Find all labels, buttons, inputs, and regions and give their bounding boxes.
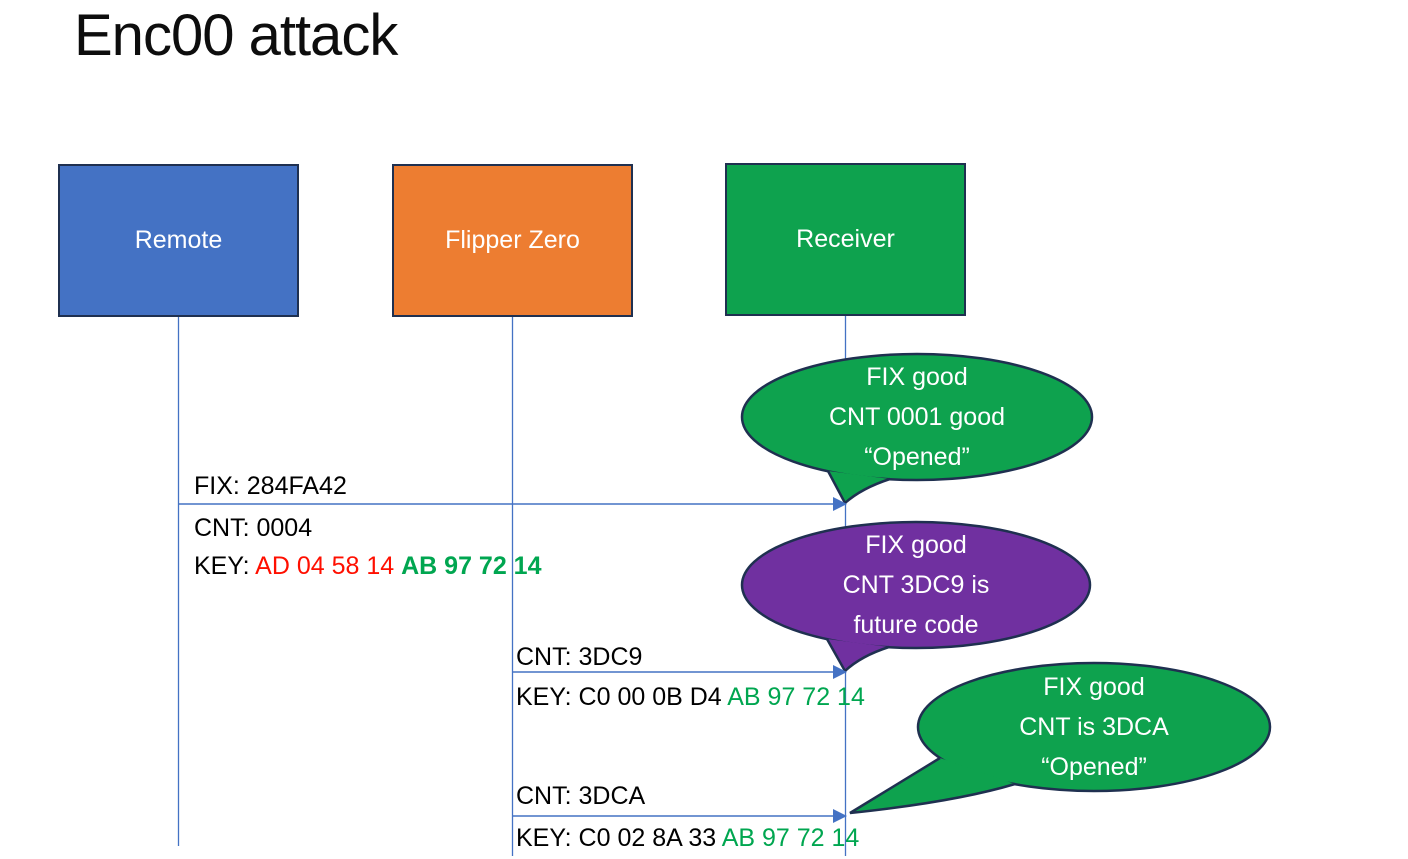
message-1-fix: FIX: 284FA42 [194,472,347,500]
actor-box-flipper-zero: Flipper Zero [392,164,633,317]
callout-future-code-line-1: FIX good [865,531,967,559]
actor-label-receiver: Receiver [796,225,895,253]
callout-future-code-tail [825,638,890,674]
callout-future-code-line-3: future code [853,611,979,639]
callout-opened-2-line-1: FIX good [1043,673,1145,701]
callout-opened-2-bubble [916,661,1272,793]
callout-opened-1-tail [826,470,891,505]
callout-opened-1 [740,352,1094,505]
actor-box-remote: Remote [58,164,299,317]
message-2-cnt: CNT: 3DC9 [516,643,643,671]
message-3-key-green-bytes: AB 97 72 14 [721,824,860,852]
callout-opened-2-line-2: CNT is 3DCA [1019,713,1169,741]
slide-title: Enc00 attack [74,3,398,68]
callout-future-code-line-2: CNT 3DC9 is [842,571,990,599]
actor-label-remote: Remote [134,226,223,254]
message-2-key-label: KEY: C0 00 0B D4 [516,683,728,711]
callout-future-code [740,520,1092,674]
message-1-cnt: CNT: 0004 [194,514,313,542]
message-arrow-1-head [833,497,847,511]
callout-future-code-bubble [740,520,1092,650]
message-arrow-2 [512,665,847,679]
message-arrow-1 [178,497,847,511]
message-2-key-green-bytes: AB 97 72 14 [727,683,865,711]
message-arrow-3 [512,809,847,823]
message-3-key: KEY: C0 02 8A 33 AB 97 72 14 [516,823,859,853]
callout-opened-2-line-3: “Opened” [1041,753,1147,781]
callout-opened-1-bubble [740,352,1094,482]
message-1-key-green-bytes: AB 97 72 14 [401,552,542,580]
message-arrow-2-head [833,665,847,679]
callout-future-code-text: FIX good CNT 3DC9 is future code [756,525,1076,645]
actor-box-receiver: Receiver [725,163,966,316]
callout-opened-1-line-3: “Opened” [864,443,970,471]
message-3-key-label: KEY: C0 02 8A 33 [516,824,722,852]
callout-opened-1-line-1: FIX good [866,363,968,391]
message-1-key-red-bytes: AD 04 58 14 [255,552,402,580]
message-arrow-3-head [833,809,847,823]
message-2-key: KEY: C0 00 0B D4 AB 97 72 14 [516,682,865,712]
message-1-key-label: KEY: [194,552,256,580]
callout-opened-2 [849,661,1272,815]
message-1-key: KEY: AD 04 58 14 AB 97 72 14 [194,551,541,581]
message-3-cnt: CNT: 3DCA [516,782,646,810]
callout-opened-1-text: FIX good CNT 0001 good “Opened” [757,357,1077,477]
callout-opened-1-line-2: CNT 0001 good [828,403,1006,431]
callout-opened-2-text: FIX good CNT is 3DCA “Opened” [934,667,1254,787]
callout-opened-2-tail [849,756,1016,815]
actor-label-flipper-zero: Flipper Zero [445,226,580,254]
